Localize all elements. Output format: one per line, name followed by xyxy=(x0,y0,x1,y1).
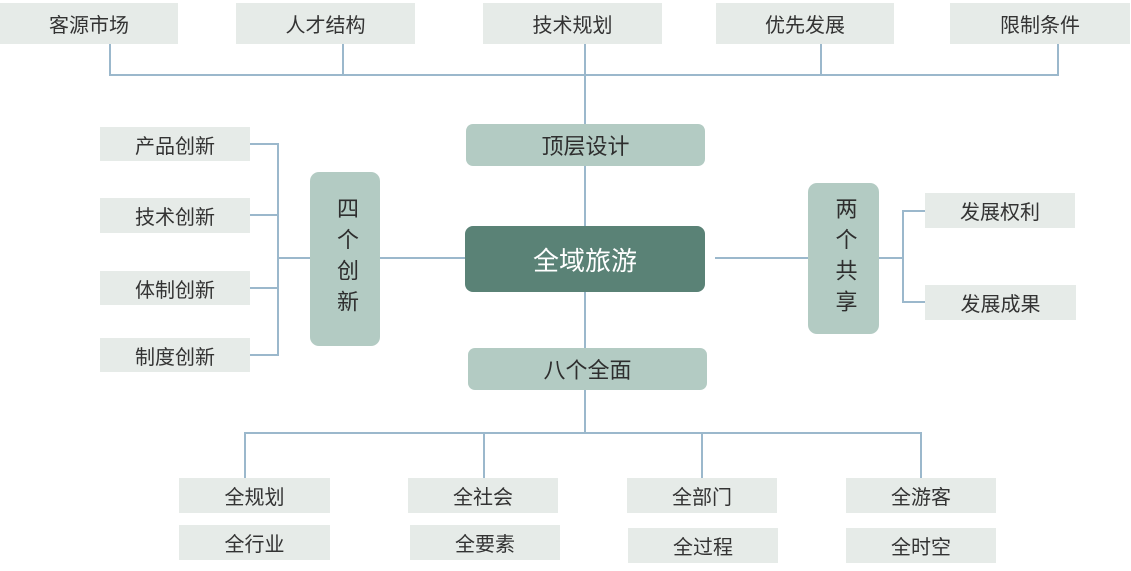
factor-technical-planning: 技术规划 xyxy=(483,3,662,44)
comprehensive-item: 全部门 xyxy=(627,478,777,513)
factor-priority-development: 优先发展 xyxy=(716,3,894,44)
comprehensive-item: 全社会 xyxy=(408,478,558,513)
factor-customer-market: 客源市场 xyxy=(0,3,178,44)
innovation-institution: 制度创新 xyxy=(100,338,250,372)
connector xyxy=(902,210,925,303)
comprehensive-item: 全过程 xyxy=(628,528,778,563)
top-design-node: 顶层设计 xyxy=(466,124,705,166)
connector xyxy=(250,143,279,356)
comprehensive-item: 全要素 xyxy=(410,525,560,560)
center-node: 全域旅游 xyxy=(465,226,705,292)
comprehensive-item: 全规划 xyxy=(179,478,330,513)
comprehensive-item: 全行业 xyxy=(179,525,330,560)
sharing-development-rights: 发展权利 xyxy=(925,193,1075,228)
two-sharings-node: 两个共享 xyxy=(808,183,879,334)
four-innovations-node: 四个创新 xyxy=(310,172,380,346)
innovation-product: 产品创新 xyxy=(100,127,250,161)
sharing-development-results: 发展成果 xyxy=(925,285,1076,320)
factor-restrictions: 限制条件 xyxy=(950,3,1130,44)
innovation-technology: 技术创新 xyxy=(100,198,250,233)
comprehensive-item: 全时空 xyxy=(846,528,996,563)
eight-comprehensive-node: 八个全面 xyxy=(468,348,707,390)
connector xyxy=(244,432,922,480)
innovation-system: 体制创新 xyxy=(100,271,250,305)
comprehensive-item: 全游客 xyxy=(846,478,996,513)
factor-talent-structure: 人才结构 xyxy=(236,3,415,44)
